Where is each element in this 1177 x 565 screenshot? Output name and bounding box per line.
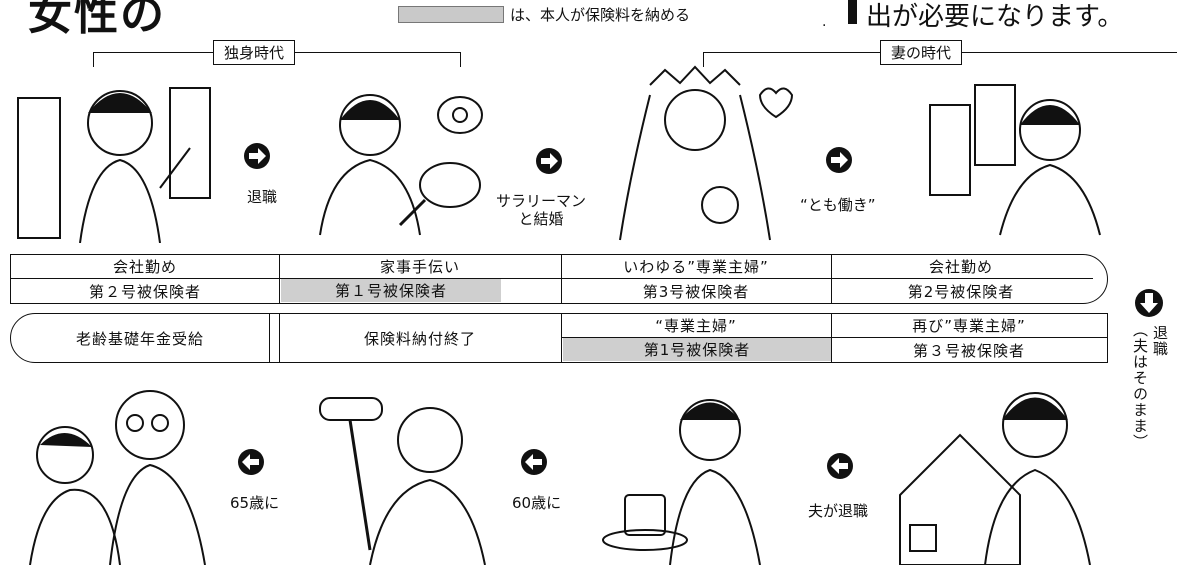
role-label: 会社勤め bbox=[928, 258, 993, 276]
transition-label: 退職 bbox=[247, 188, 278, 206]
arrow-down-icon bbox=[1135, 289, 1163, 317]
status-text: 老齢基礎年金受給 bbox=[75, 329, 204, 348]
period-label-wife: 妻の時代 bbox=[880, 40, 963, 65]
insurance-status: 第2号被保険者 bbox=[907, 282, 1015, 301]
role-label: 家事手伝い bbox=[379, 258, 460, 276]
arrow-right-icon bbox=[244, 143, 270, 169]
side-label-sub: （夫はそのまま） bbox=[1131, 322, 1149, 450]
page-title-fragment: 女性の bbox=[28, 0, 166, 40]
status-text: 保険料納付終了 bbox=[363, 329, 476, 348]
senior-man-hammer-figure bbox=[319, 397, 486, 565]
woman-at-home-figure bbox=[899, 392, 1091, 565]
insurance-status: 第２号被保険者 bbox=[88, 282, 201, 301]
arrow-right-icon bbox=[536, 148, 562, 174]
arrow-left-icon bbox=[238, 449, 264, 475]
top-note: 出が必要になります。 bbox=[866, 2, 1124, 32]
transition-label: “とも働き” bbox=[800, 196, 876, 214]
insurance-status: 第3号被保険者 bbox=[642, 282, 750, 301]
woman-serving-tea-figure bbox=[602, 399, 761, 565]
legend-text: は、本人が保険料を納める bbox=[510, 6, 691, 24]
working-wife-figure bbox=[929, 84, 1101, 236]
transition-label: サラリーマン と結婚 bbox=[496, 192, 587, 228]
bride-figure bbox=[619, 65, 794, 241]
housework-woman-figure bbox=[319, 94, 483, 236]
transition-label: 65歳に bbox=[230, 494, 280, 512]
office-woman-figure bbox=[17, 87, 211, 243]
timeline-band-upper: 会社勤め 第２号被保険者 家事手伝い 第１号被保険者 いわゆる”専業主婦” 第3… bbox=[10, 254, 1108, 304]
insurance-status-shaded: 第1号被保険者 bbox=[563, 338, 831, 361]
role-label: いわゆる”専業主婦” bbox=[623, 258, 769, 276]
period-label-single: 独身時代 bbox=[213, 40, 296, 65]
arrow-right-icon bbox=[826, 147, 852, 173]
role-label: “専業主婦” bbox=[655, 317, 737, 335]
transition-label: 60歳に bbox=[512, 494, 562, 512]
insurance-status-shaded: 第１号被保険者 bbox=[281, 279, 501, 302]
transition-label: 夫が退職 bbox=[808, 502, 869, 520]
insurance-status: 第３号被保険者 bbox=[912, 341, 1025, 360]
grandmother-child-figure bbox=[29, 390, 206, 565]
arrow-left-icon bbox=[827, 453, 853, 479]
arrow-left-icon bbox=[521, 449, 547, 475]
role-label: 会社勤め bbox=[112, 258, 177, 276]
dot: . bbox=[822, 14, 827, 30]
note-marker bbox=[848, 0, 857, 24]
role-label: 再び”専業主婦” bbox=[912, 317, 1026, 335]
side-label-main: 退職 bbox=[1151, 325, 1169, 357]
legend-swatch bbox=[398, 6, 504, 23]
timeline-band-lower: 老齢基礎年金受給 保険料納付終了 “専業主婦” 第1号被保険者 再び”専業主婦”… bbox=[10, 313, 1108, 363]
